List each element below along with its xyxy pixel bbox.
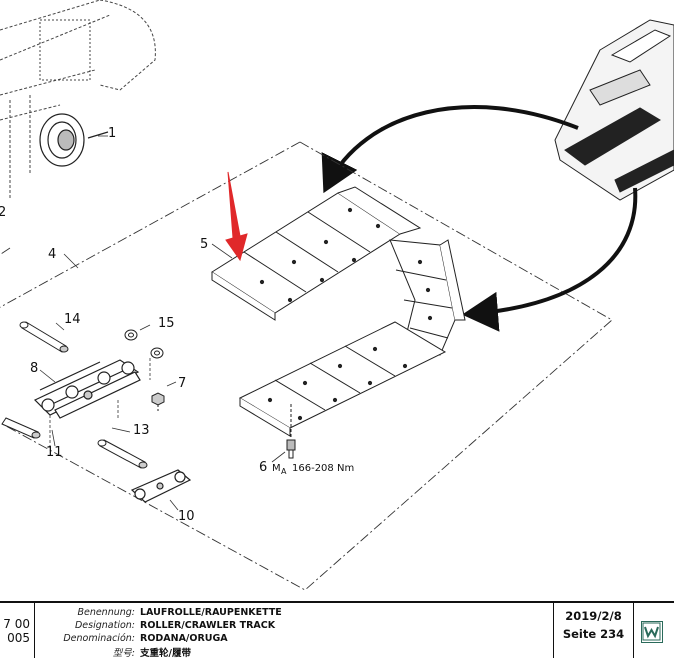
callout-2: 2 [0,205,6,220]
callout-7: 7 [178,376,186,391]
description-cell: Benennung: LAUFROLLE/RAUPENKETTE Designa… [34,603,553,659]
pin-part-13 [97,439,148,469]
callout-5: 5 [200,237,208,252]
roller-part-1 [39,113,109,167]
callout-15: 15 [158,316,175,331]
doc-id-cell: 7 00 005 [0,603,34,658]
callout-14: 14 [64,312,81,327]
leader-lines [39,135,286,511]
track-frame-drawing [0,0,156,200]
track-shoes-curve [389,239,466,356]
callout-11: 11 [46,445,63,460]
label-denominacion: Denominación: [63,633,135,644]
torque-value: 166-208 Nm [292,463,354,474]
side-plate-part-10 [130,469,192,503]
track-shoes-lower [238,321,447,437]
assembly-boundary [0,141,613,591]
callout-13: 13 [133,423,150,438]
callout-10: 10 [178,509,195,524]
callout-4: 4 [48,247,56,262]
callout-1: 1 [108,126,116,141]
page-text: Seite 234 [562,627,625,641]
callout-8: 8 [30,361,38,376]
date-text: 2019/2/8 [565,609,622,623]
highlight-arrow [225,171,248,262]
callout-6: 6 [259,460,267,475]
pin-part-14 [19,321,69,353]
title-block: 7 00 005 Benennung: LAUFROLLE/RAUPENKETT… [0,601,674,659]
assembly-boundary-inner [0,247,11,256]
pin-part-11 [1,417,41,439]
w-logo-icon [642,622,661,641]
torque-symbol: M [272,463,281,474]
brand-logo-icon [641,621,663,643]
label-xinghao: 型号: [112,648,135,659]
label-designation: Designation: [74,620,135,631]
paver-machine-drawing [554,19,674,201]
label-benennung: Benennung: [77,607,135,618]
curved-arrow-lower [462,187,638,332]
torque-spec: M A 166-208 Nm [272,463,354,476]
curved-arrow-upper [321,105,579,194]
track-shoes-upper [211,186,422,321]
value-xinghao: 支重轮/履带 [140,648,191,659]
parts-exploded-diagram: 1 2 4 5 14 15 8 7 13 11 10 6 M A 166-208… [0,0,674,591]
value-designation: ROLLER/CRAWLER TRACK [140,620,276,631]
nut-part-7 [151,392,165,412]
torque-subscript: A [281,467,287,476]
value-denominacion: RODANA/ORUGA [140,633,228,644]
bolt-part-6 [286,404,296,459]
doc-id-line-1: 7 00 [3,617,30,631]
date-page-cell: 2019/2/8 Seite 234 [553,603,633,658]
logo-cell [633,603,674,658]
value-benennung: LAUFROLLE/RAUPENKETTE [140,607,282,618]
chain-link-part-8-11 [33,359,141,419]
doc-id-line-2: 005 [7,631,30,645]
bushing-part-15 [124,329,164,359]
